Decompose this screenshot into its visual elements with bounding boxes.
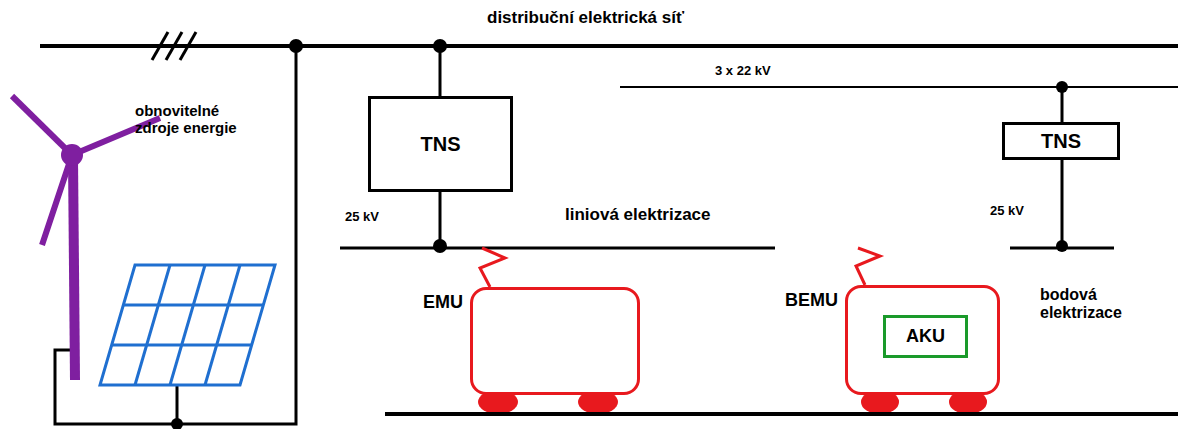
- substation-label: TNS: [421, 133, 461, 156]
- substation-label: TNS: [1041, 130, 1081, 153]
- track: [385, 412, 1178, 416]
- diagram-label: bodová elektrizace: [1040, 286, 1150, 323]
- train-label: EMU: [423, 292, 463, 313]
- pantograph: [480, 248, 505, 287]
- solar-panel: [100, 265, 275, 385]
- junction-dot: [171, 39, 1068, 429]
- diagram-label: 25 kV: [990, 204, 1024, 219]
- diagram-label: distribuční elektrická síť: [487, 8, 684, 28]
- wire: [439, 46, 442, 96]
- feeder-line: [620, 86, 1178, 88]
- train-unit: EMU: [470, 287, 640, 395]
- pantograph: [856, 248, 880, 285]
- wire: [55, 46, 296, 424]
- substation-box: TNS: [368, 96, 513, 192]
- battery-label: AKU: [906, 326, 945, 347]
- train-label: BEMU: [785, 290, 838, 311]
- battery-box: AKU: [883, 315, 968, 358]
- distribution-line: [40, 44, 1178, 48]
- wire: [439, 192, 442, 246]
- substation-box: TNS: [1002, 122, 1120, 160]
- three-phase-ticks: [152, 32, 196, 60]
- diagram-label: 3 x 22 kV: [715, 64, 771, 79]
- catenary-line: [340, 247, 775, 250]
- diagram-label: 25 kV: [345, 210, 379, 225]
- diagram-label: obnovitelné zdroje energie: [135, 102, 245, 137]
- train-unit: BEMUAKU: [845, 285, 1000, 395]
- diagram-label: liniová elektrizace: [565, 205, 711, 225]
- wire: [1061, 160, 1064, 246]
